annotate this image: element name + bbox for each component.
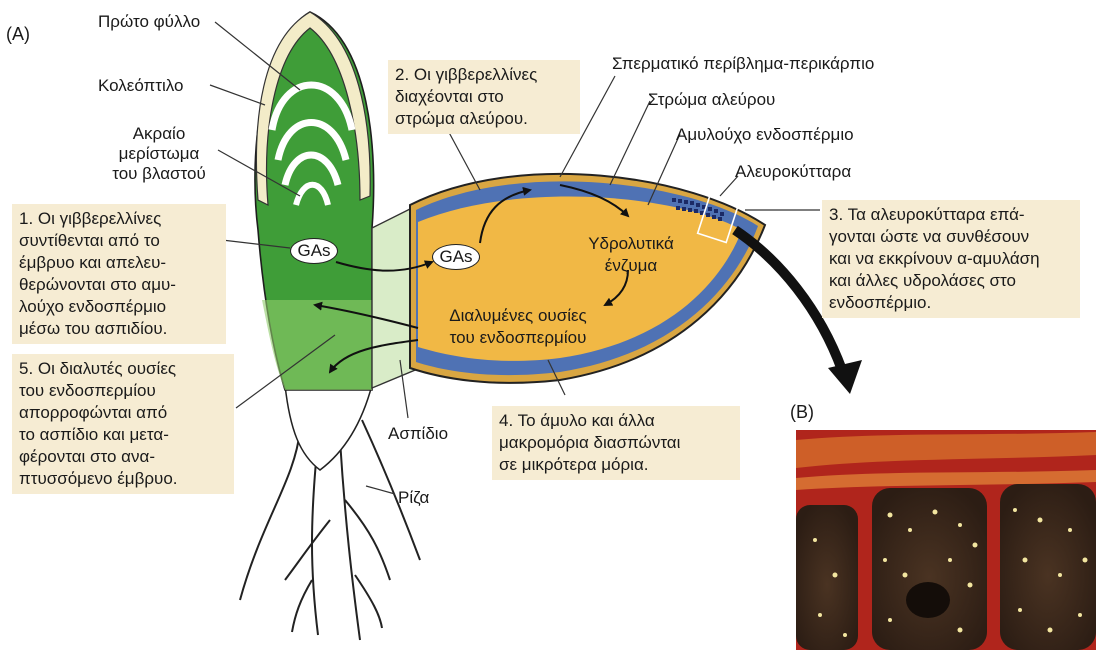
step-3-line: ενδοσπέρμιο. <box>829 292 1073 314</box>
step-5-line: πτυσσόμενο έμβρυο. <box>19 468 227 490</box>
label-hydrolytic-enzymes: Υδρολυτικά ένζυμα <box>576 233 686 277</box>
step-2-line: διαχέονται στο <box>395 86 573 108</box>
label-first-leaf: Πρώτο φύλλο <box>98 12 200 32</box>
label-aleurone-layer: Στρώμα αλεύρου <box>648 90 775 110</box>
step-5-line: του ενδοσπερμίου <box>19 380 227 402</box>
step-2-line: στρώμα αλεύρου. <box>395 108 573 130</box>
step-1-line: λούχο ενδοσπέρμιο <box>19 296 219 318</box>
seed <box>410 174 765 383</box>
label-hydrolytic-enzymes-line: Υδρολυτικά <box>576 233 686 255</box>
step-3-line: 3. Τα αλευροκύτταρα επά- <box>829 204 1073 226</box>
label-seed-coat: Σπερματικό περίβλημα-περικάρπιο <box>612 54 874 74</box>
label-dissolved-substances-line: του ενδοσπερμίου <box>418 327 618 349</box>
step-1-line: 1. Οι γιββερελλίνες <box>19 208 219 230</box>
big-arrowhead <box>828 360 862 394</box>
panel-label-a: (A) <box>6 24 30 44</box>
aleurone-cell <box>872 488 987 650</box>
label-hydrolytic-enzymes-line: ένζυμα <box>576 255 686 277</box>
label-scutellum: Ασπίδιο <box>388 424 448 444</box>
label-coleoptile: Κολεόπτιλο <box>98 76 183 96</box>
step-2-line: 2. Οι γιββερελλίνες <box>395 64 573 86</box>
step-2-box: 2. Οι γιββερελλίνες διαχέονται στο στρώμ… <box>388 60 580 134</box>
step-4-line: 4. Το άμυλο και άλλα <box>499 410 733 432</box>
aleurone-cell <box>796 505 858 650</box>
panel-label-b: (B) <box>790 402 814 422</box>
step-1-line: μέσω του ασπιδίου. <box>19 318 219 340</box>
aleurone-micrograph <box>796 430 1096 650</box>
gas-seed-marker: GAs <box>432 244 480 270</box>
root-body <box>285 385 372 470</box>
step-3-line: γονται ώστε να συνθέσουν <box>829 226 1073 248</box>
step-1-line: θερώνονται στο αμυ- <box>19 274 219 296</box>
label-dissolved-substances-line: Διαλυμένες ουσίες <box>418 305 618 327</box>
step-5-box: 5. Οι διαλυτές ουσίες του ενδοσπερμίου α… <box>12 354 234 494</box>
step-1-box: 1. Οι γιββερελλίνες συντίθενται από το έ… <box>12 204 226 344</box>
cell-nucleus <box>906 582 950 618</box>
step-5-line: 5. Οι διαλυτές ουσίες <box>19 358 227 380</box>
step-4-box: 4. Το άμυλο και άλλα μακρομόρια διασπώντ… <box>492 406 740 480</box>
label-apical-meristem-line: του βλαστού <box>95 164 223 184</box>
step-4-line: μακρομόρια διασπώνται <box>499 432 733 454</box>
step-5-line: φέρονται στο ανα- <box>19 446 227 468</box>
step-3-box: 3. Τα αλευροκύτταρα επά- γονται ώστε να … <box>822 200 1080 318</box>
label-dissolved-substances: Διαλυμένες ουσίες του ενδοσπερμίου <box>418 305 618 349</box>
label-apical-meristem-line: μερίστωμα <box>95 144 223 164</box>
label-starchy-endosperm: Αμυλούχο ενδοσπέρμιο <box>676 125 854 145</box>
step-5-line: το ασπίδιο και μετα- <box>19 424 227 446</box>
gas-embryo-marker: GAs <box>290 238 338 264</box>
step-5-line: απορροφώνται από <box>19 402 227 424</box>
step-1-line: συντίθενται από το <box>19 230 219 252</box>
step-1-line: έμβρυο και απελευ- <box>19 252 219 274</box>
step-4-line: σε μικρότερα μόρια. <box>499 454 733 476</box>
label-root: Ρίζα <box>398 488 429 508</box>
label-apical-meristem-line: Ακραίο <box>95 124 223 144</box>
label-aleurone-cells: Αλευροκύτταρα <box>735 162 851 182</box>
step-3-line: και να εκκρίνουν α-αμυλάση <box>829 248 1073 270</box>
step-3-line: και άλλες υδρολάσες στο <box>829 270 1073 292</box>
label-apical-meristem: Ακραίο μερίστωμα του βλαστού <box>95 124 223 184</box>
